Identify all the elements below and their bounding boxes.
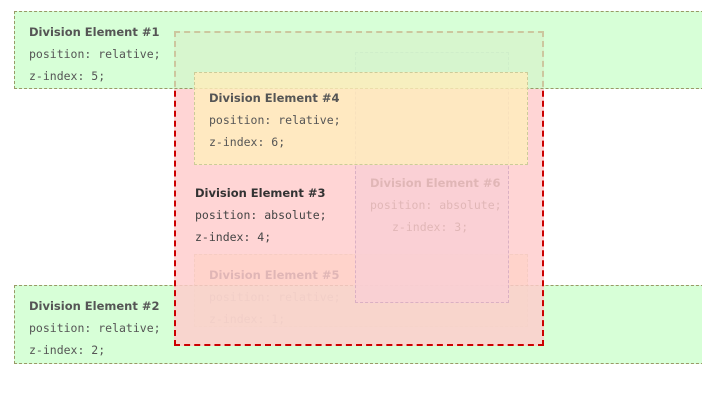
- division-element-4-title: Division Element #4: [209, 91, 340, 105]
- division-element-2-zindex: z-index: 2;: [29, 343, 106, 357]
- division-element-2-title: Division Element #2: [29, 299, 160, 313]
- division-element-4-zindex: z-index: 6;: [209, 135, 286, 149]
- division-element-1-zindex: z-index: 5;: [29, 69, 106, 83]
- division-element-3-title: Division Element #3: [195, 186, 326, 200]
- division-element-3-zindex: z-index: 4;: [195, 230, 272, 244]
- division-element-1-title: Division Element #1: [29, 25, 160, 39]
- division-element-4[interactable]: Division Element #4 position: relative; …: [194, 72, 528, 165]
- division-element-1-position: position: relative;: [29, 47, 161, 61]
- division-element-2-position: position: relative;: [29, 321, 161, 335]
- division-element-4-position: position: relative;: [209, 113, 341, 127]
- division-element-3-position: position: absolute;: [195, 208, 327, 222]
